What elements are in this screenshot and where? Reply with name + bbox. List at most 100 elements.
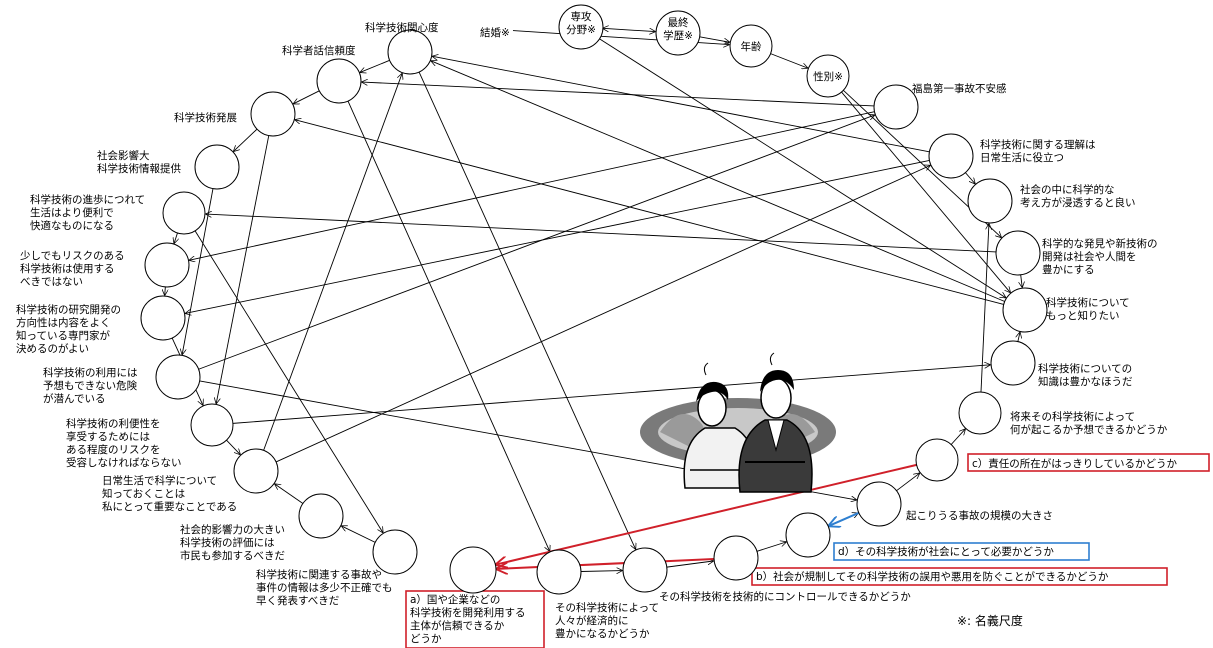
node-circle-kanshin bbox=[387, 29, 433, 75]
node-label-a_shutai: a）国や企業などの bbox=[410, 593, 500, 606]
node-circle-yoso bbox=[155, 354, 201, 400]
edge-kibo-to-d_hitsuyo bbox=[829, 511, 860, 526]
node-label-jiko_joho: 早く発表すべきだ bbox=[256, 594, 339, 607]
node-label-rikai: 日常生活に役立つ bbox=[980, 151, 1064, 164]
node-label-a_shutai: どうか bbox=[410, 633, 442, 645]
node-label-motto: もっと知りたい bbox=[1046, 309, 1120, 322]
edge-yoso-to-fukushima bbox=[198, 115, 875, 370]
highlight-box-b_kisei bbox=[751, 567, 1168, 586]
node-label-nichijo: 知っておくことは bbox=[102, 487, 185, 500]
edge-shinpo-to-jiko_joho bbox=[194, 230, 383, 533]
edge-hatten-to-eikyo bbox=[234, 128, 258, 151]
node-label-shinpo: 快適なものになる bbox=[30, 219, 114, 232]
node-label-chishiki: 知識は豊かなほうだ bbox=[1038, 375, 1133, 388]
edge-c_sekinin-to-shorai bbox=[950, 429, 965, 445]
edge-control-to-b_kisei bbox=[666, 561, 713, 568]
node-circle-nichijo bbox=[233, 448, 279, 494]
node-label-rikai: 科学技術に関する理解は bbox=[980, 138, 1096, 151]
node-circle-shinrai bbox=[316, 58, 362, 104]
edge-b_kisei-to-d_hitsuyo bbox=[756, 542, 786, 552]
edge-riben-to-nichijo bbox=[226, 439, 241, 454]
edge-rikai-to-shakai_shinto bbox=[965, 172, 975, 184]
node-label-yoso: 科学技術の利用には bbox=[43, 366, 138, 379]
edge-keizai-to-control bbox=[580, 571, 622, 572]
node-label-seibetsu: 性別※ bbox=[813, 70, 843, 83]
node-circle-eikyo bbox=[194, 144, 240, 190]
node-circle-riben bbox=[190, 403, 234, 447]
edge-layer bbox=[165, 28, 1022, 571]
node-label-jiko_joho: 事件の情報は多少不正確でも bbox=[256, 581, 393, 594]
node-label-keizai: その科学技術によって bbox=[555, 601, 659, 614]
node-circle-hakken bbox=[995, 230, 1041, 276]
edge-rikai-to-senmonka bbox=[186, 159, 930, 313]
node-label-gakureki: 最終 bbox=[668, 16, 689, 29]
node-circle-jiko_joho bbox=[372, 529, 418, 575]
node-circle-d_hitsuyo bbox=[785, 512, 831, 558]
edge-shorai-to-shakai_shinto bbox=[980, 224, 989, 393]
edge-hakken-to-shinpo bbox=[206, 214, 997, 253]
edge-hakken-to-motto bbox=[1021, 274, 1023, 287]
node-label-eikyo: 科学技術情報提供 bbox=[97, 162, 181, 175]
node-label-shorai: 将来その科学技術によって bbox=[1010, 410, 1135, 423]
node-layer bbox=[140, 4, 1048, 595]
node-label-shimin: 市民も参加するべきだ bbox=[180, 549, 285, 562]
node-label-kibo: 起こりうる事故の規模の大きさ bbox=[906, 509, 1053, 522]
node-circle-seibetsu bbox=[806, 54, 850, 98]
edge-seibetsu-to-motto bbox=[841, 91, 1011, 292]
node-circle-shakai_shinto bbox=[967, 178, 1013, 224]
node-circle-shimin bbox=[298, 493, 344, 539]
node-circle-fukushima bbox=[873, 84, 919, 130]
node-circle-nenrei bbox=[729, 24, 773, 68]
node-label-senmonka: 方向性は内容をよく bbox=[16, 316, 111, 329]
node-label-shimin: 科学技術の評価には bbox=[180, 536, 275, 549]
edge-kanshin-to-shinrai bbox=[360, 59, 390, 72]
edge-gakureki-to-nenrei bbox=[699, 36, 730, 42]
node-label-shakai_shinto: 考え方が浸透すると良い bbox=[1020, 196, 1136, 209]
node-label-hakken: 開発は社会や人間を bbox=[1042, 250, 1137, 263]
node-circle-shinpo bbox=[162, 191, 206, 235]
edge-motto-to-hatten bbox=[295, 120, 1004, 305]
node-label-shorai: 何が起こるか予想できるかどうか bbox=[1010, 423, 1168, 436]
node-circle-rikai bbox=[928, 133, 974, 179]
node-label-yoso: 予想もできない危険 bbox=[43, 379, 138, 392]
edge-nenrei-to-seibetsu bbox=[770, 53, 808, 68]
node-circle-kibo bbox=[856, 481, 902, 527]
node-label-hakken: 科学的な発見や新技術の bbox=[1042, 237, 1158, 250]
node-circle-keizai bbox=[536, 549, 582, 595]
nominal-scale-note: ※: 名義尺度 bbox=[957, 613, 1023, 628]
node-label-senmonka: 知っている専門家が bbox=[16, 329, 110, 342]
node-label-shinpo: 生活はより便利で bbox=[30, 206, 114, 219]
edge-nichijo-to-kanshin bbox=[263, 74, 402, 451]
node-label-kekkon: 結婚※ bbox=[480, 26, 510, 39]
edge-motto-to-kanshin bbox=[431, 61, 1005, 302]
node-label-shimin: 社会的影響力の大きい bbox=[180, 523, 285, 536]
two-people-clipart bbox=[640, 352, 836, 493]
node-label-riben: ある程度のリスクを bbox=[66, 443, 161, 456]
node-label-a_shutai: 科学技術を開発利用する bbox=[410, 606, 526, 619]
edge-kanshin-to-control bbox=[418, 71, 635, 549]
node-label-keizai: 人々が経済的に bbox=[555, 614, 629, 627]
label-layer: 結婚※専攻分野※最終学歴※年齢性別※福島第一事故不安感科学技術に関する理解は日常… bbox=[16, 10, 1177, 645]
node-circle-hatten bbox=[250, 91, 296, 137]
node-label-yoso: が潜んでいる bbox=[43, 392, 105, 405]
node-label-keizai: 豊かになるかどうか bbox=[555, 627, 650, 640]
node-label-nichijo: 日常生活で科学について bbox=[102, 474, 217, 487]
node-circle-senko bbox=[558, 4, 604, 50]
node-label-d_hitsuyo: d）その科学技術が社会にとって必要かどうか bbox=[838, 545, 1054, 558]
node-circle-shorai bbox=[958, 391, 1002, 435]
node-circle-c_sekinin bbox=[915, 438, 959, 482]
edge-shinrai-to-keizai bbox=[347, 100, 550, 551]
edge-senko-to-gakureki bbox=[603, 28, 655, 31]
edge-hatten-to-riben bbox=[216, 135, 270, 404]
node-label-control: その科学技術を技術的にコントロールできるかどうか bbox=[659, 590, 911, 603]
edge-jiko_joho-to-shimin bbox=[342, 526, 376, 543]
node-label-jiko_joho: 科学技術に関連する事故や bbox=[256, 568, 382, 581]
node-label-chishiki: 科学技術についての bbox=[1038, 362, 1132, 375]
node-circle-b_kisei bbox=[713, 535, 759, 581]
edge-rikai-to-kanshin bbox=[433, 56, 930, 153]
node-label-hakken: 豊かにする bbox=[1042, 263, 1095, 276]
edge-riben-to-chishiki bbox=[232, 365, 990, 424]
highlight-box-layer bbox=[405, 453, 1210, 648]
node-label-fukushima: 福島第一事故不安感 bbox=[912, 82, 1007, 95]
